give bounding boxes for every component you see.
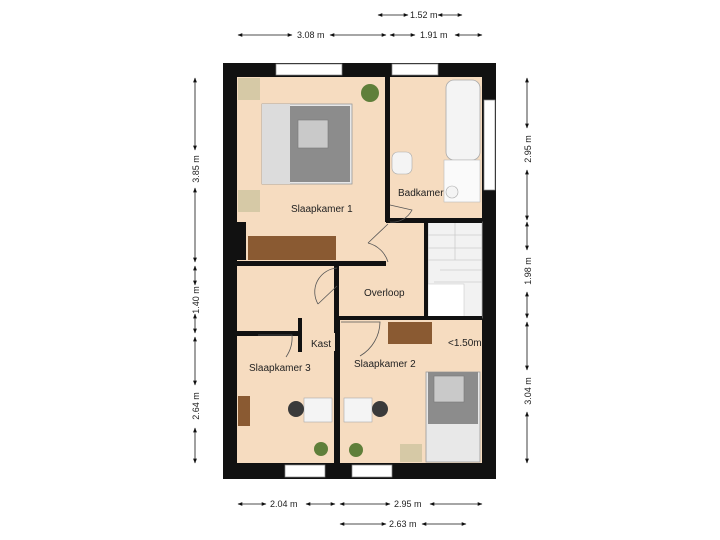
chair [372,401,388,417]
window-top-bathroom [391,63,439,76]
window-top-bedroom-1 [275,63,343,76]
nightstand [238,78,260,100]
dim-label: 1.98 m [523,257,533,285]
plant-icon [349,443,363,457]
desk-bedroom-2 [343,397,373,423]
toilet [391,151,413,175]
dim-label: 2.63 m [389,519,417,529]
room-label-slaapkamer-2: Slaapkamer 2 [354,359,416,370]
height-note: <1.50m [448,338,482,349]
window-bottom-bedroom-2 [351,464,393,478]
dim-label: 1.40 m [191,286,201,314]
room-label-kast: Kast [311,339,331,350]
windows [275,63,496,478]
floor-overloop [337,223,427,318]
dim-label: 2.64 m [191,392,201,420]
dimension-lines [193,13,529,526]
window-bottom-bedroom-3 [284,464,326,478]
floor-kast [302,318,336,351]
dim-label: 3.85 m [191,155,201,183]
room-label-badkamer: Badkamer [398,188,444,199]
wardrobe-bedroom-2 [388,322,432,344]
chair [288,401,304,417]
desk-bedroom-3 [303,397,333,423]
dim-label: 2.95 m [523,135,533,163]
doors [258,204,413,358]
staircase [427,221,483,319]
sink [445,185,459,199]
dim-label: 2.95 m [394,499,422,509]
interior-walls [237,77,482,465]
room-label-slaapkamer-3: Slaapkamer 3 [249,363,311,374]
room-label-overloop: Overloop [364,288,405,299]
dim-label: 3.08 m [297,30,325,40]
cabinet-bedroom-3 [238,396,250,426]
dim-label: 2.04 m [270,499,298,509]
wardrobe-bedroom-1 [248,236,336,260]
nightstand [238,190,260,212]
nightstand [400,444,422,462]
dim-label: 3.04 m [523,377,533,405]
shower-area [443,159,481,203]
bed-single [425,371,481,463]
dim-label: 1.91 m [420,30,448,40]
bathtub [445,79,481,161]
room-label-slaapkamer-1: Slaapkamer 1 [291,204,353,215]
bed-double [261,103,353,185]
window-right-bathroom [483,99,496,191]
dim-label: 1.52 m [410,10,438,20]
plant-icon [361,84,379,102]
plant-icon [314,442,328,456]
